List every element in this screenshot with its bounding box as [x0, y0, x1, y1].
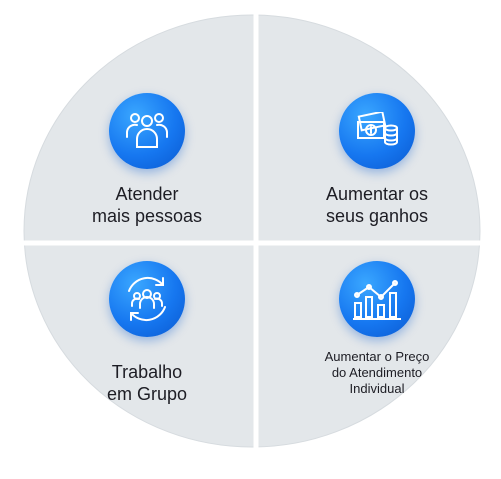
- quadrant-wheel: Atender mais pessoas Aumentar os seus ga…: [22, 13, 482, 450]
- quadrant-label-group-work: Trabalho em Grupo: [106, 362, 188, 404]
- quadrant-increase-earnings: Aumentar os seus ganhos: [262, 93, 492, 311]
- quadrant-group-work: Trabalho em Grupo: [32, 261, 262, 479]
- people-group-icon: [109, 93, 185, 169]
- quadrant-serve-more-people: Atender mais pessoas: [32, 93, 262, 311]
- quadrant-raise-price: Aumentar o Preço do Atendimento Individu…: [262, 261, 492, 479]
- growth-chart-icon: [339, 261, 415, 337]
- quadrant-label-increase-earnings: Aumentar os seus ganhos: [325, 184, 429, 226]
- money-coins-icon: [339, 93, 415, 169]
- quadrant-label-serve-more: Atender mais pessoas: [91, 184, 203, 226]
- teamwork-cycle-icon: [109, 261, 185, 337]
- quadrant-label-raise-price: Aumentar o Preço do Atendimento Individu…: [324, 349, 430, 396]
